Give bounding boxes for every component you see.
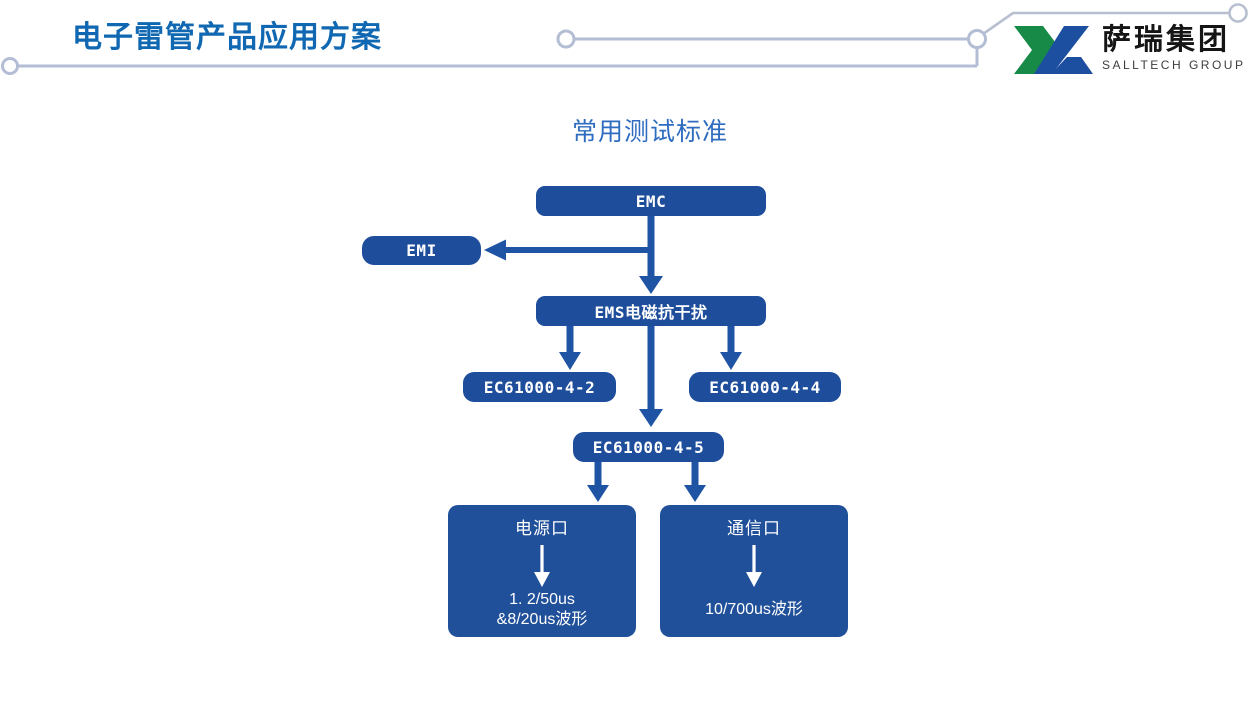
company-name: 萨瑞集团 [1102,24,1231,56]
node-emc: EMC [536,186,766,216]
power-port-detail: 1. 2/50us &8/20us波形 [497,589,588,637]
diagram-heading: 常用测试标准 [571,118,728,146]
arrowhead-down-ec45 [639,409,663,427]
arrowhead-down-ec44 [720,352,742,370]
salltech-logo-icon [1014,26,1093,74]
decor-circle-left [1,57,19,75]
node-ec61000-4-5: EC61000-4-5 [573,432,724,462]
power-port-waveform-line2: &8/20us波形 [496,611,588,628]
arrowhead-down-comm [684,485,706,502]
arrowhead-down-ec42 [559,352,581,370]
node-ec61000-4-4: EC61000-4-4 [689,372,841,402]
decor-circle-middle [556,29,576,49]
power-port-waveform-line1: 1. 2/50us [509,591,575,608]
slide-title: 电子雷管产品应用方案 [72,21,382,54]
company-logo: 萨瑞集团 SALLTECH GROUP [1014,24,1246,75]
node-emi: EMI [362,236,481,265]
node-ec61000-4-2: EC61000-4-2 [463,372,616,402]
node-power-port: 电源口 1. 2/50us &8/20us波形 [448,505,636,637]
arrowhead-left-emi [484,239,506,261]
arrowhead-down-ems [639,276,663,294]
comm-port-waveform-line1: 10/700us波形 [705,601,803,618]
decor-circle-right [967,29,987,49]
node-comm-port: 通信口 10/700us波形 [660,505,848,637]
node-ems: EMS电磁抗干扰 [536,296,766,326]
power-port-label: 电源口 [515,519,569,538]
comm-port-label: 通信口 [727,519,781,538]
arrowhead-down-power [587,485,609,502]
company-subtitle: SALLTECH GROUP [1102,57,1246,72]
comm-port-detail: 10/700us波形 [705,589,803,637]
decor-circle-topright [1228,3,1248,23]
down-arrow-icon [746,545,762,587]
down-arrow-icon [534,545,550,587]
logo-text: 萨瑞集团 SALLTECH GROUP [1102,24,1246,72]
